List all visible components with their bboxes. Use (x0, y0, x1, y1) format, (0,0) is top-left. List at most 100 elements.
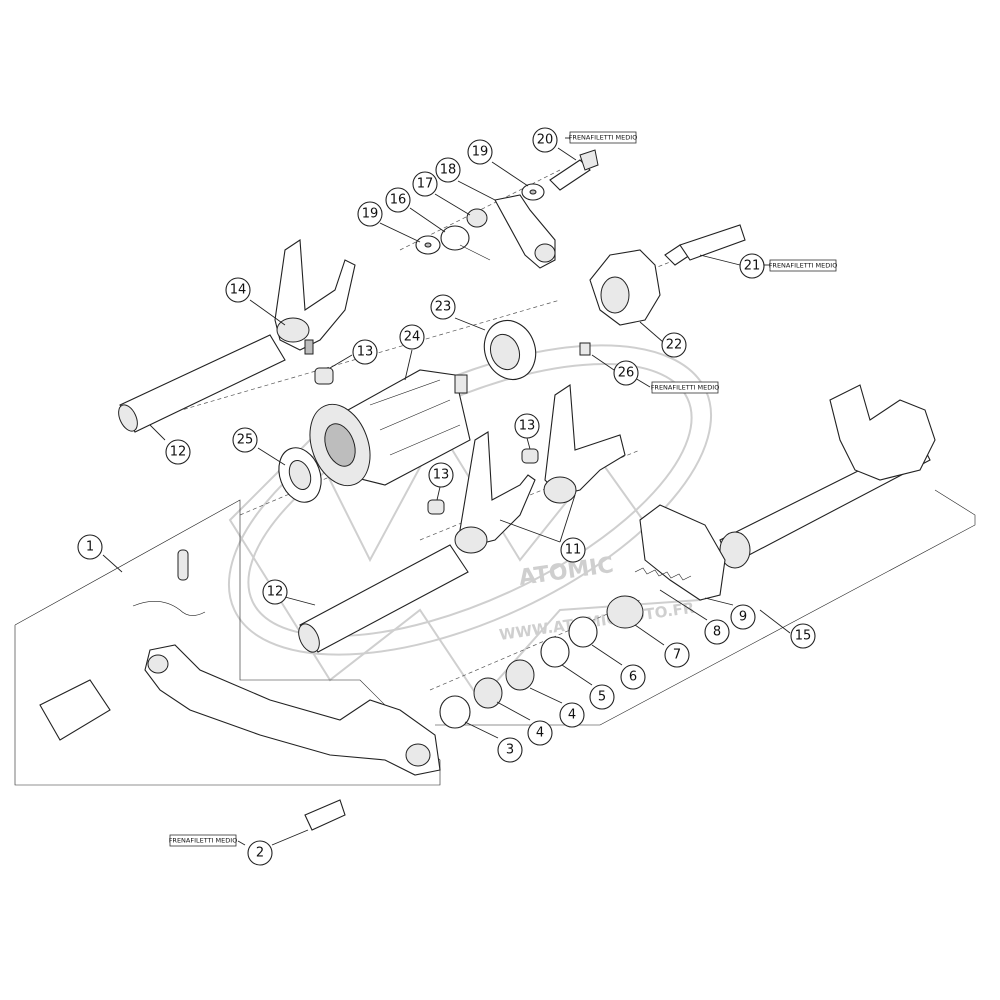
svg-text:17: 17 (417, 177, 434, 192)
fork-shaft-upper (118, 334, 286, 433)
svg-text:19: 19 (362, 207, 379, 222)
svg-text:19: 19 (472, 145, 489, 160)
shift-fork-11-left (454, 431, 536, 554)
svg-text:1: 1 (86, 540, 94, 555)
seal-3 (439, 695, 471, 729)
svg-text:21: 21 (744, 259, 761, 274)
bearing-23 (483, 319, 537, 381)
callout-5: 5 (589, 684, 615, 710)
note-frenafiletti-26: FRENAFILETTI MEDIO (651, 381, 720, 394)
svg-text:18: 18 (440, 163, 457, 178)
spring-plate-9 (639, 504, 726, 601)
callout-23: 23 (430, 294, 456, 320)
bushing-4-b (473, 677, 503, 709)
callout-25: 25 (232, 427, 258, 453)
callout-14: 14 (225, 277, 251, 303)
svg-text:FRENAFILETTI MEDIO: FRENAFILETTI MEDIO (169, 837, 238, 845)
spring-16 (440, 225, 491, 261)
callout-19-left: 19 (357, 201, 383, 227)
callout-17: 17 (412, 171, 438, 197)
callout-9: 9 (730, 604, 756, 630)
shift-fork-11-right (543, 384, 626, 504)
callout-26: 26 (613, 360, 639, 386)
roller-13-mid (521, 448, 539, 464)
svg-text:2: 2 (256, 846, 264, 861)
svg-text:FRENAFILETTI MEDIO: FRENAFILETTI MEDIO (651, 384, 720, 392)
washer-19-right (521, 183, 545, 201)
svg-text:26: 26 (618, 366, 635, 381)
callout-18: 18 (435, 157, 461, 183)
svg-text:11: 11 (565, 543, 582, 558)
callout-24: 24 (399, 324, 425, 350)
svg-text:20: 20 (537, 133, 554, 148)
roller-13-top (314, 367, 334, 385)
svg-text:5: 5 (598, 690, 606, 705)
callout-12-upper: 12 (165, 439, 191, 465)
spring-8 (634, 567, 692, 581)
callout-4-a: 4 (527, 720, 553, 746)
callout-4-b: 4 (559, 702, 585, 728)
svg-text:15: 15 (795, 629, 812, 644)
svg-text:23: 23 (435, 300, 452, 315)
callout-13-mid: 13 (514, 413, 540, 439)
gear-pedal-1 (39, 549, 441, 776)
svg-text:24: 24 (404, 330, 421, 345)
callout-6: 6 (620, 664, 646, 690)
bushing-17 (466, 208, 488, 228)
leader-lines (102, 137, 791, 846)
callout-20: 20 (532, 127, 558, 153)
callout-16: 16 (385, 187, 411, 213)
bolt-2 (304, 799, 346, 831)
washer-5 (540, 636, 570, 668)
fork-shaft-lower (298, 544, 469, 653)
callout-3: 3 (497, 737, 523, 763)
callout-12-lower: 12 (262, 579, 288, 605)
bearing-25 (278, 447, 322, 503)
svg-text:3: 3 (506, 743, 514, 758)
star-wheel-22 (589, 249, 661, 326)
svg-text:16: 16 (390, 193, 407, 208)
svg-text:FRENAFILETTI MEDIO: FRENAFILETTI MEDIO (569, 134, 638, 142)
bushing-4-a (505, 659, 535, 691)
callout-13-low: 13 (428, 462, 454, 488)
callout-15: 15 (790, 623, 816, 649)
callout-19-right: 19 (467, 139, 493, 165)
lever-18 (494, 194, 556, 269)
callout-13-top: 13 (352, 339, 378, 365)
svg-text:25: 25 (237, 433, 254, 448)
note-frenafiletti-21: FRENAFILETTI MEDIO (769, 259, 838, 272)
screw-26 (579, 342, 591, 356)
svg-text:4: 4 (568, 708, 576, 723)
svg-text:FRENAFILETTI MEDIO: FRENAFILETTI MEDIO (769, 262, 838, 270)
svg-text:8: 8 (713, 625, 721, 640)
washer-19-left (415, 235, 441, 255)
callout-2: 2 (247, 840, 273, 866)
svg-text:9: 9 (739, 610, 747, 625)
callout-1: 1 (77, 534, 103, 560)
note-frenafiletti-20: FRENAFILETTI MEDIO (569, 131, 638, 144)
svg-text:4: 4 (536, 726, 544, 741)
callout-11: 11 (560, 537, 586, 563)
svg-text:22: 22 (666, 338, 683, 353)
svg-text:13: 13 (357, 345, 374, 360)
shift-fork-14 (274, 239, 356, 355)
svg-text:12: 12 (170, 445, 187, 460)
svg-text:13: 13 (433, 468, 450, 483)
bolt-21 (664, 224, 746, 266)
svg-text:6: 6 (629, 670, 637, 685)
callout-21: 21 (739, 253, 765, 279)
svg-text:13: 13 (519, 419, 536, 434)
callout-7: 7 (664, 642, 690, 668)
svg-text:12: 12 (267, 585, 284, 600)
svg-text:7: 7 (673, 648, 681, 663)
circlip-6 (568, 616, 598, 648)
roller-13-low (427, 499, 445, 515)
bushing-7 (606, 595, 644, 629)
callout-8: 8 (704, 619, 730, 645)
shift-shaft-15 (719, 384, 936, 569)
note-frenafiletti-2: FRENAFILETTI MEDIO (169, 834, 238, 847)
shift-drum-24 (309, 369, 471, 487)
callout-22: 22 (661, 332, 687, 358)
bolt-20 (549, 149, 599, 191)
